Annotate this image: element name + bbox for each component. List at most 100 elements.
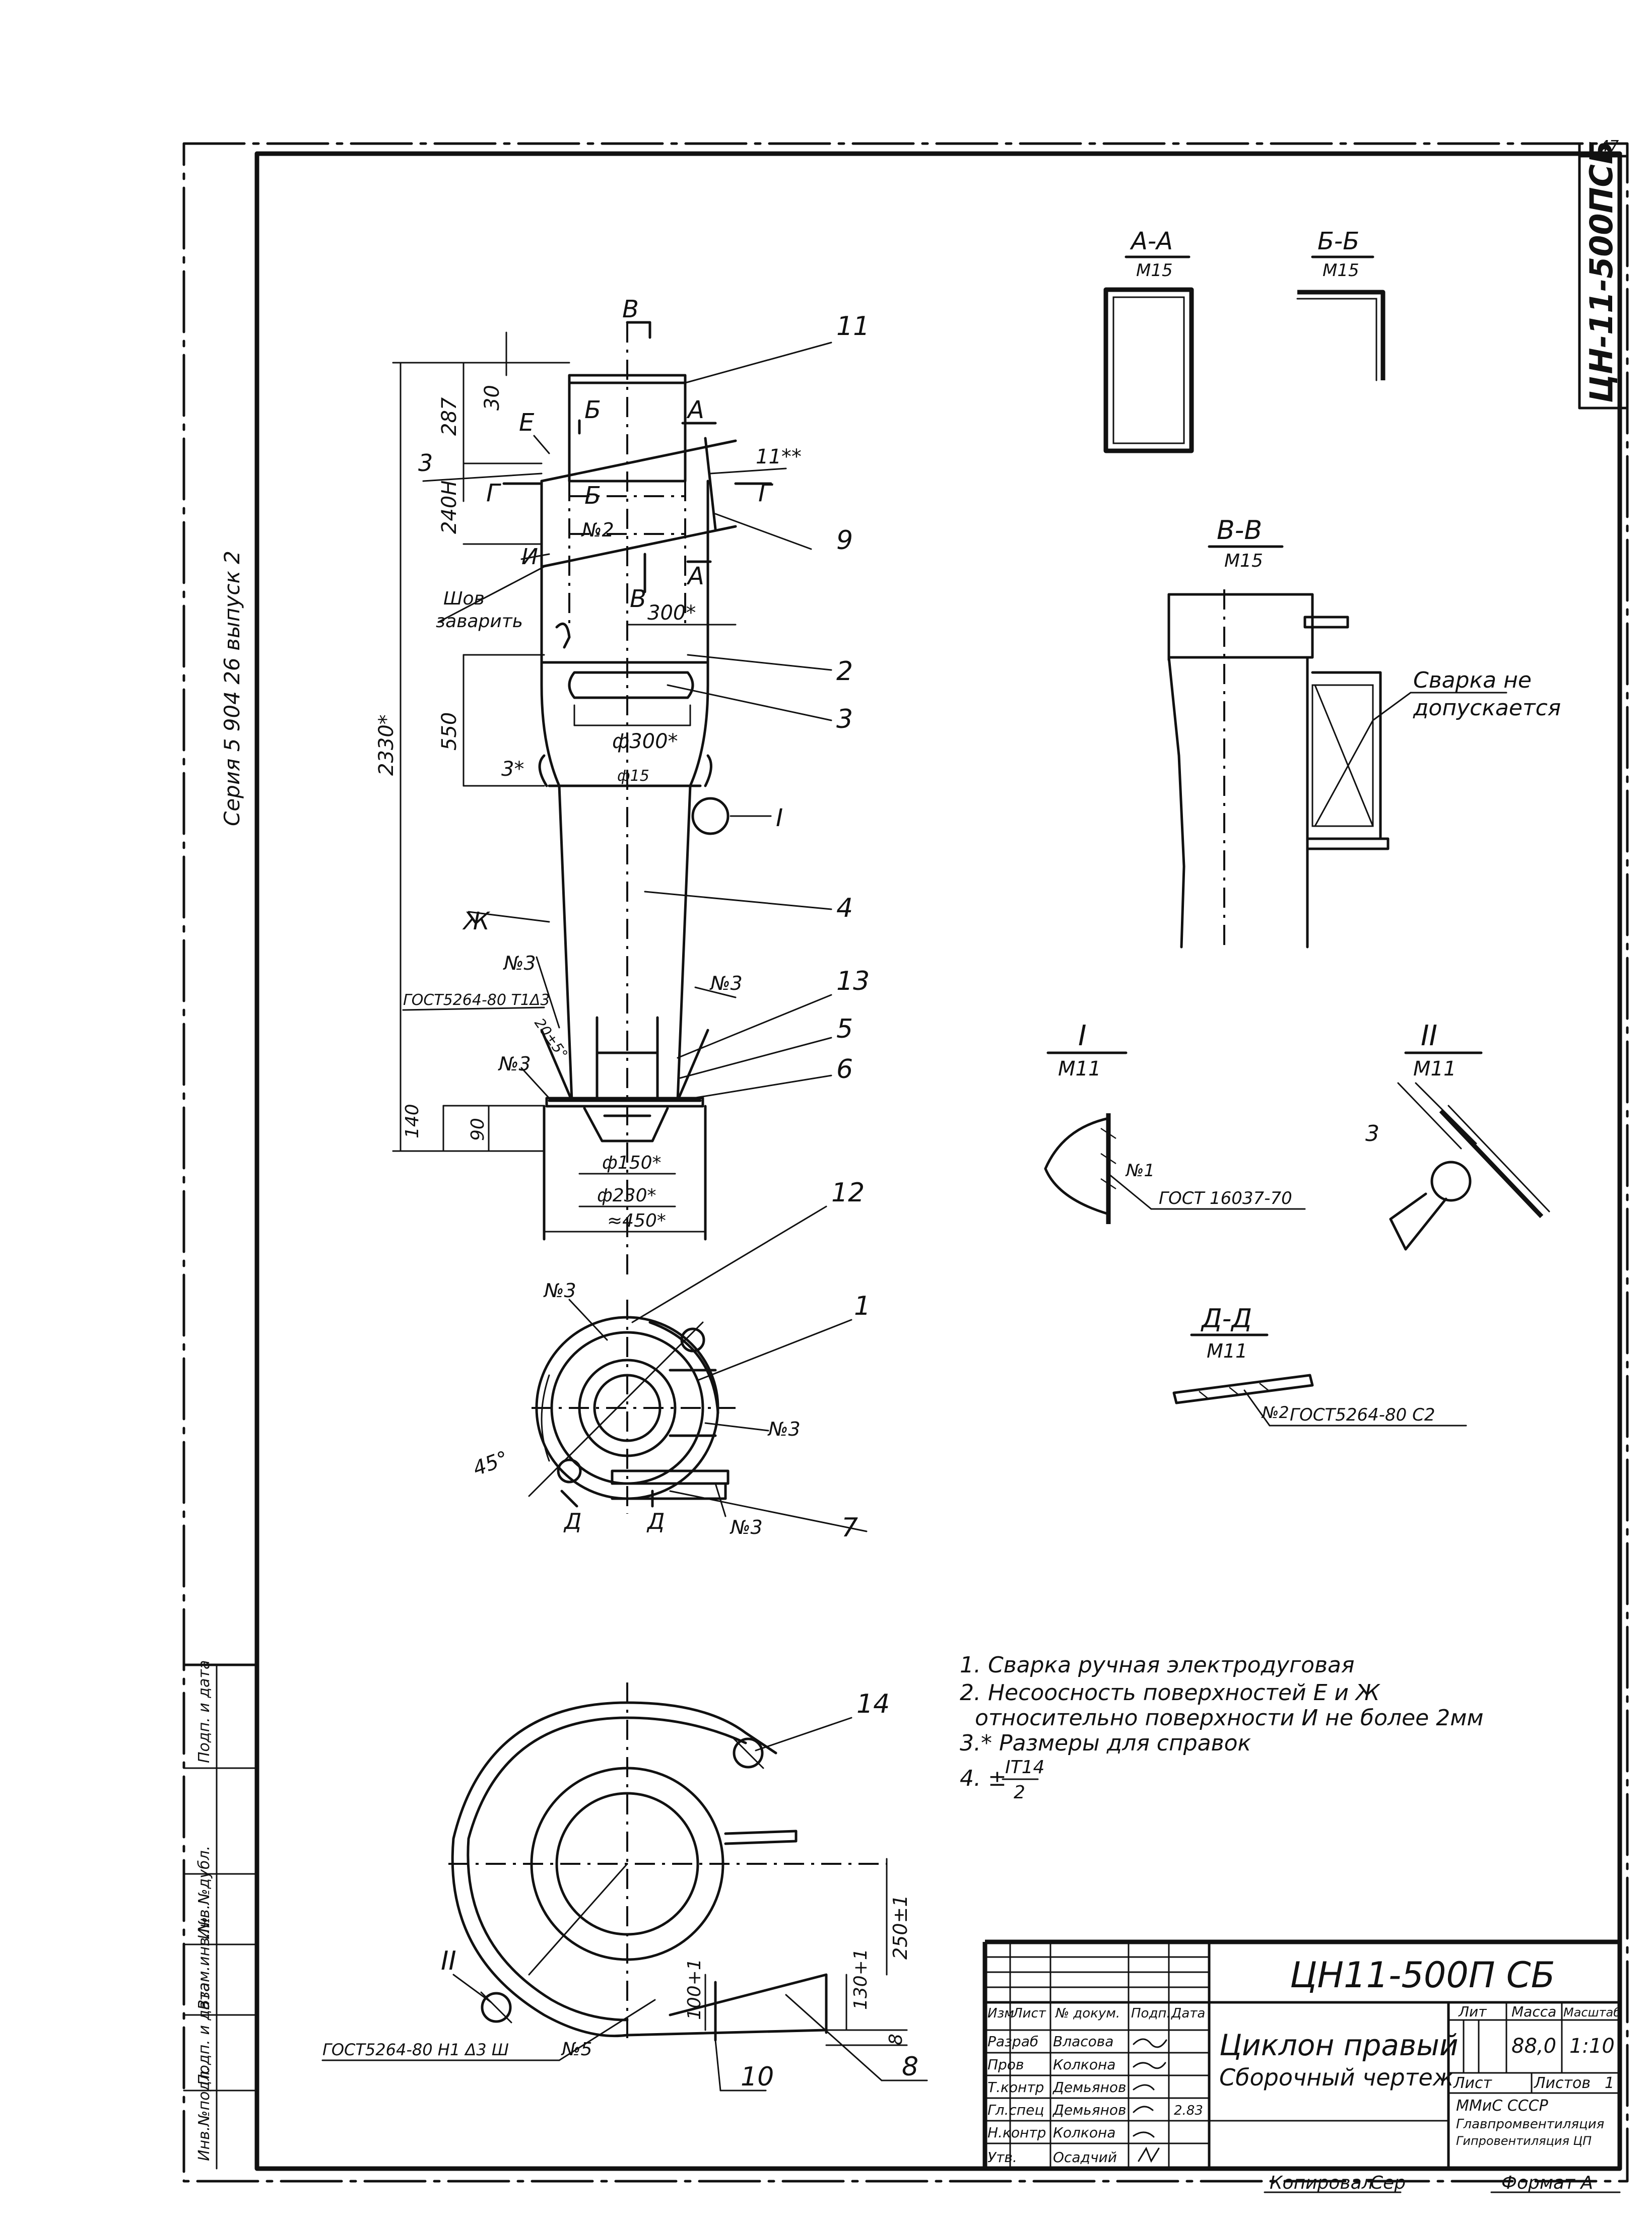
weld-no3-a: №3 <box>503 952 536 974</box>
tb-sheet-label: Лист <box>1453 2074 1493 2092</box>
title-block: Изм Лист № докум. Подп. Дата Разраб Пров… <box>982 1939 1621 2170</box>
callout-8: 8 <box>902 2052 918 2082</box>
dim-450: ≈450* <box>607 1210 666 1231</box>
name-6: Осадчий <box>1053 2149 1117 2166</box>
copied-sign: Сер <box>1370 2173 1406 2193</box>
weld-no2: №2 <box>581 519 614 541</box>
tb-mass: 88,0 <box>1511 2035 1556 2058</box>
format-label: Формат А <box>1501 2173 1593 2193</box>
tb-name-2: Сборочный чертеж <box>1219 2064 1454 2091</box>
callout-14: 14 <box>856 1689 890 1719</box>
dim-250: 250±1 <box>889 1895 911 1960</box>
callout-9: 9 <box>836 525 853 556</box>
name-5: Колкона <box>1053 2124 1115 2141</box>
dim-287: 287 <box>438 397 461 436</box>
detail2-scale: М11 <box>1413 1057 1456 1081</box>
mark-v-bottom: В <box>630 585 646 613</box>
bottom-view: 14 II 10 8 250±1 130+1 100+1 8 №5 ГОСТ52… <box>321 1682 928 2092</box>
strip-label-5: Подп. и дата <box>195 1660 213 1763</box>
hdr-doc: № докум. <box>1054 2006 1120 2021</box>
section-vv: В-В М15 Сварка не допускается <box>1167 515 1561 952</box>
tb-lit-label: Лит <box>1458 2003 1487 2020</box>
section-bb-scale: М15 <box>1323 260 1359 281</box>
callout-1: 1 <box>854 1291 871 1321</box>
dim-d15: ф15 <box>617 767 649 785</box>
seam-note-2: заварить <box>436 611 523 632</box>
hdr-sign: Подп. <box>1131 2006 1171 2021</box>
weld-no3-b: №3 <box>709 972 743 994</box>
page-number: 47 <box>1600 138 1619 155</box>
sheet-footer: Копировал Сер Формат А <box>1264 2173 1621 2193</box>
dim-30: 30 <box>481 385 504 411</box>
section-bb: Б-Б М15 <box>1296 227 1385 381</box>
plan-view: 12 1 7 №3 №3 №3 45° Д Д <box>470 1178 871 1543</box>
dim-8: 8 <box>886 2034 906 2045</box>
series-label: Серия 5 904 26 выпуск 2 <box>220 551 244 826</box>
vv-note-1: Сварка не <box>1413 667 1532 693</box>
callout-3: 3 <box>836 704 853 734</box>
note-2-cont: относительно поверхности И не более 2мм <box>975 1705 1484 1731</box>
detail1-weld: №1 <box>1125 1161 1155 1181</box>
mark-b-top: Б <box>584 396 601 424</box>
detail-1: I М11 №1 ГОСТ 16037-70 <box>1044 1020 1306 1224</box>
mark-zh: Ж <box>462 907 491 935</box>
callout-11b: 11** <box>756 445 802 468</box>
detail2-dim: 3 <box>1365 1121 1379 1147</box>
technical-notes: 1. Сварка ручная электродуговая 2. Несоо… <box>960 1652 1484 1803</box>
note-3: 3.* Размеры для справок <box>960 1730 1251 1756</box>
dd-weld: №2 <box>1261 1403 1289 1422</box>
plan-angle: 45° <box>470 1447 511 1480</box>
main-elevation-view: 11 11** 9 2 3 4 13 5 6 В В А А Б Б Г Г Е… <box>375 295 870 1279</box>
weld-no3-c: №3 <box>498 1053 531 1075</box>
detail1-title: I <box>1078 1020 1087 1052</box>
detail1-standard: ГОСТ 16037-70 <box>1159 1188 1292 1208</box>
tb-org-3: Гипровентиляция ЦП <box>1456 2134 1592 2148</box>
section-vv-title: В-В <box>1217 515 1262 546</box>
note-1: 1. Сварка ручная электродуговая <box>960 1652 1354 1678</box>
callout-12: 12 <box>831 1178 865 1208</box>
mark-a-top: А <box>686 396 704 424</box>
strip-label-3: Взам.инв.№ <box>195 1917 213 2010</box>
tb-org-1: ММиС СССР <box>1456 2097 1549 2115</box>
bottom-weld-standard: ГОСТ5264-80 Н1 Δ3 Ш <box>322 2040 509 2059</box>
tb-scale-label: Масштаб <box>1563 2005 1621 2019</box>
mark-e: Е <box>519 409 535 437</box>
dim-100: 100+1 <box>684 1959 705 2020</box>
strip-label-2: Подп. и дата <box>195 1983 213 2085</box>
callout-6: 6 <box>836 1054 853 1085</box>
note-4: 4. ± <box>960 1766 1007 1791</box>
role-nkontr: Н.контр <box>987 2124 1046 2141</box>
section-aa-scale: М15 <box>1136 260 1173 281</box>
strip-label-4: Инв.№дубл. <box>195 1846 213 1939</box>
section-bb-title: Б-Б <box>1317 227 1359 255</box>
dim-3star: 3* <box>501 758 524 781</box>
detail2-title: II <box>1421 1020 1437 1052</box>
dim-d230: ф230* <box>597 1185 656 1206</box>
section-aa-title: А-А <box>1130 227 1173 255</box>
mark-v-top: В <box>622 295 639 323</box>
copied-by: Копировал <box>1270 2173 1373 2193</box>
mark-i: И <box>521 544 538 570</box>
callout-2: 2 <box>836 656 853 687</box>
tb-name-1: Циклон правый <box>1219 2028 1459 2062</box>
tb-scale: 1:10 <box>1569 2035 1615 2058</box>
role-prov: Пров <box>987 2056 1024 2073</box>
tb-designation: ЦН11-500П СБ <box>1290 1955 1555 1996</box>
name-4: Демьянов <box>1052 2102 1127 2118</box>
dd-standard: ГОСТ5264-80 С2 <box>1290 1405 1435 1425</box>
section-dd-scale: М11 <box>1207 1340 1247 1362</box>
dim-240: 240Н <box>438 481 461 534</box>
role-glspec: Гл.спец <box>987 2102 1044 2118</box>
section-dd: Д-Д М11 №2 ГОСТ5264-80 С2 <box>1172 1304 1467 1427</box>
detail1-scale: М11 <box>1058 1057 1101 1081</box>
role-tkontr: Т.контр <box>987 2079 1044 2096</box>
weld-standard-main: ГОСТ5264-80 Т1Δ3 <box>403 991 550 1009</box>
section-dd-title: Д-Д <box>1201 1304 1252 1334</box>
tb-mass-label: Масса <box>1511 2003 1556 2020</box>
mark-3-left: 3 <box>418 449 433 477</box>
callout-II: II <box>441 1946 456 1976</box>
dim-d150: ф150* <box>602 1153 662 1173</box>
name-3: Демьянов <box>1052 2079 1127 2096</box>
mark-a-bottom: А <box>686 562 704 590</box>
